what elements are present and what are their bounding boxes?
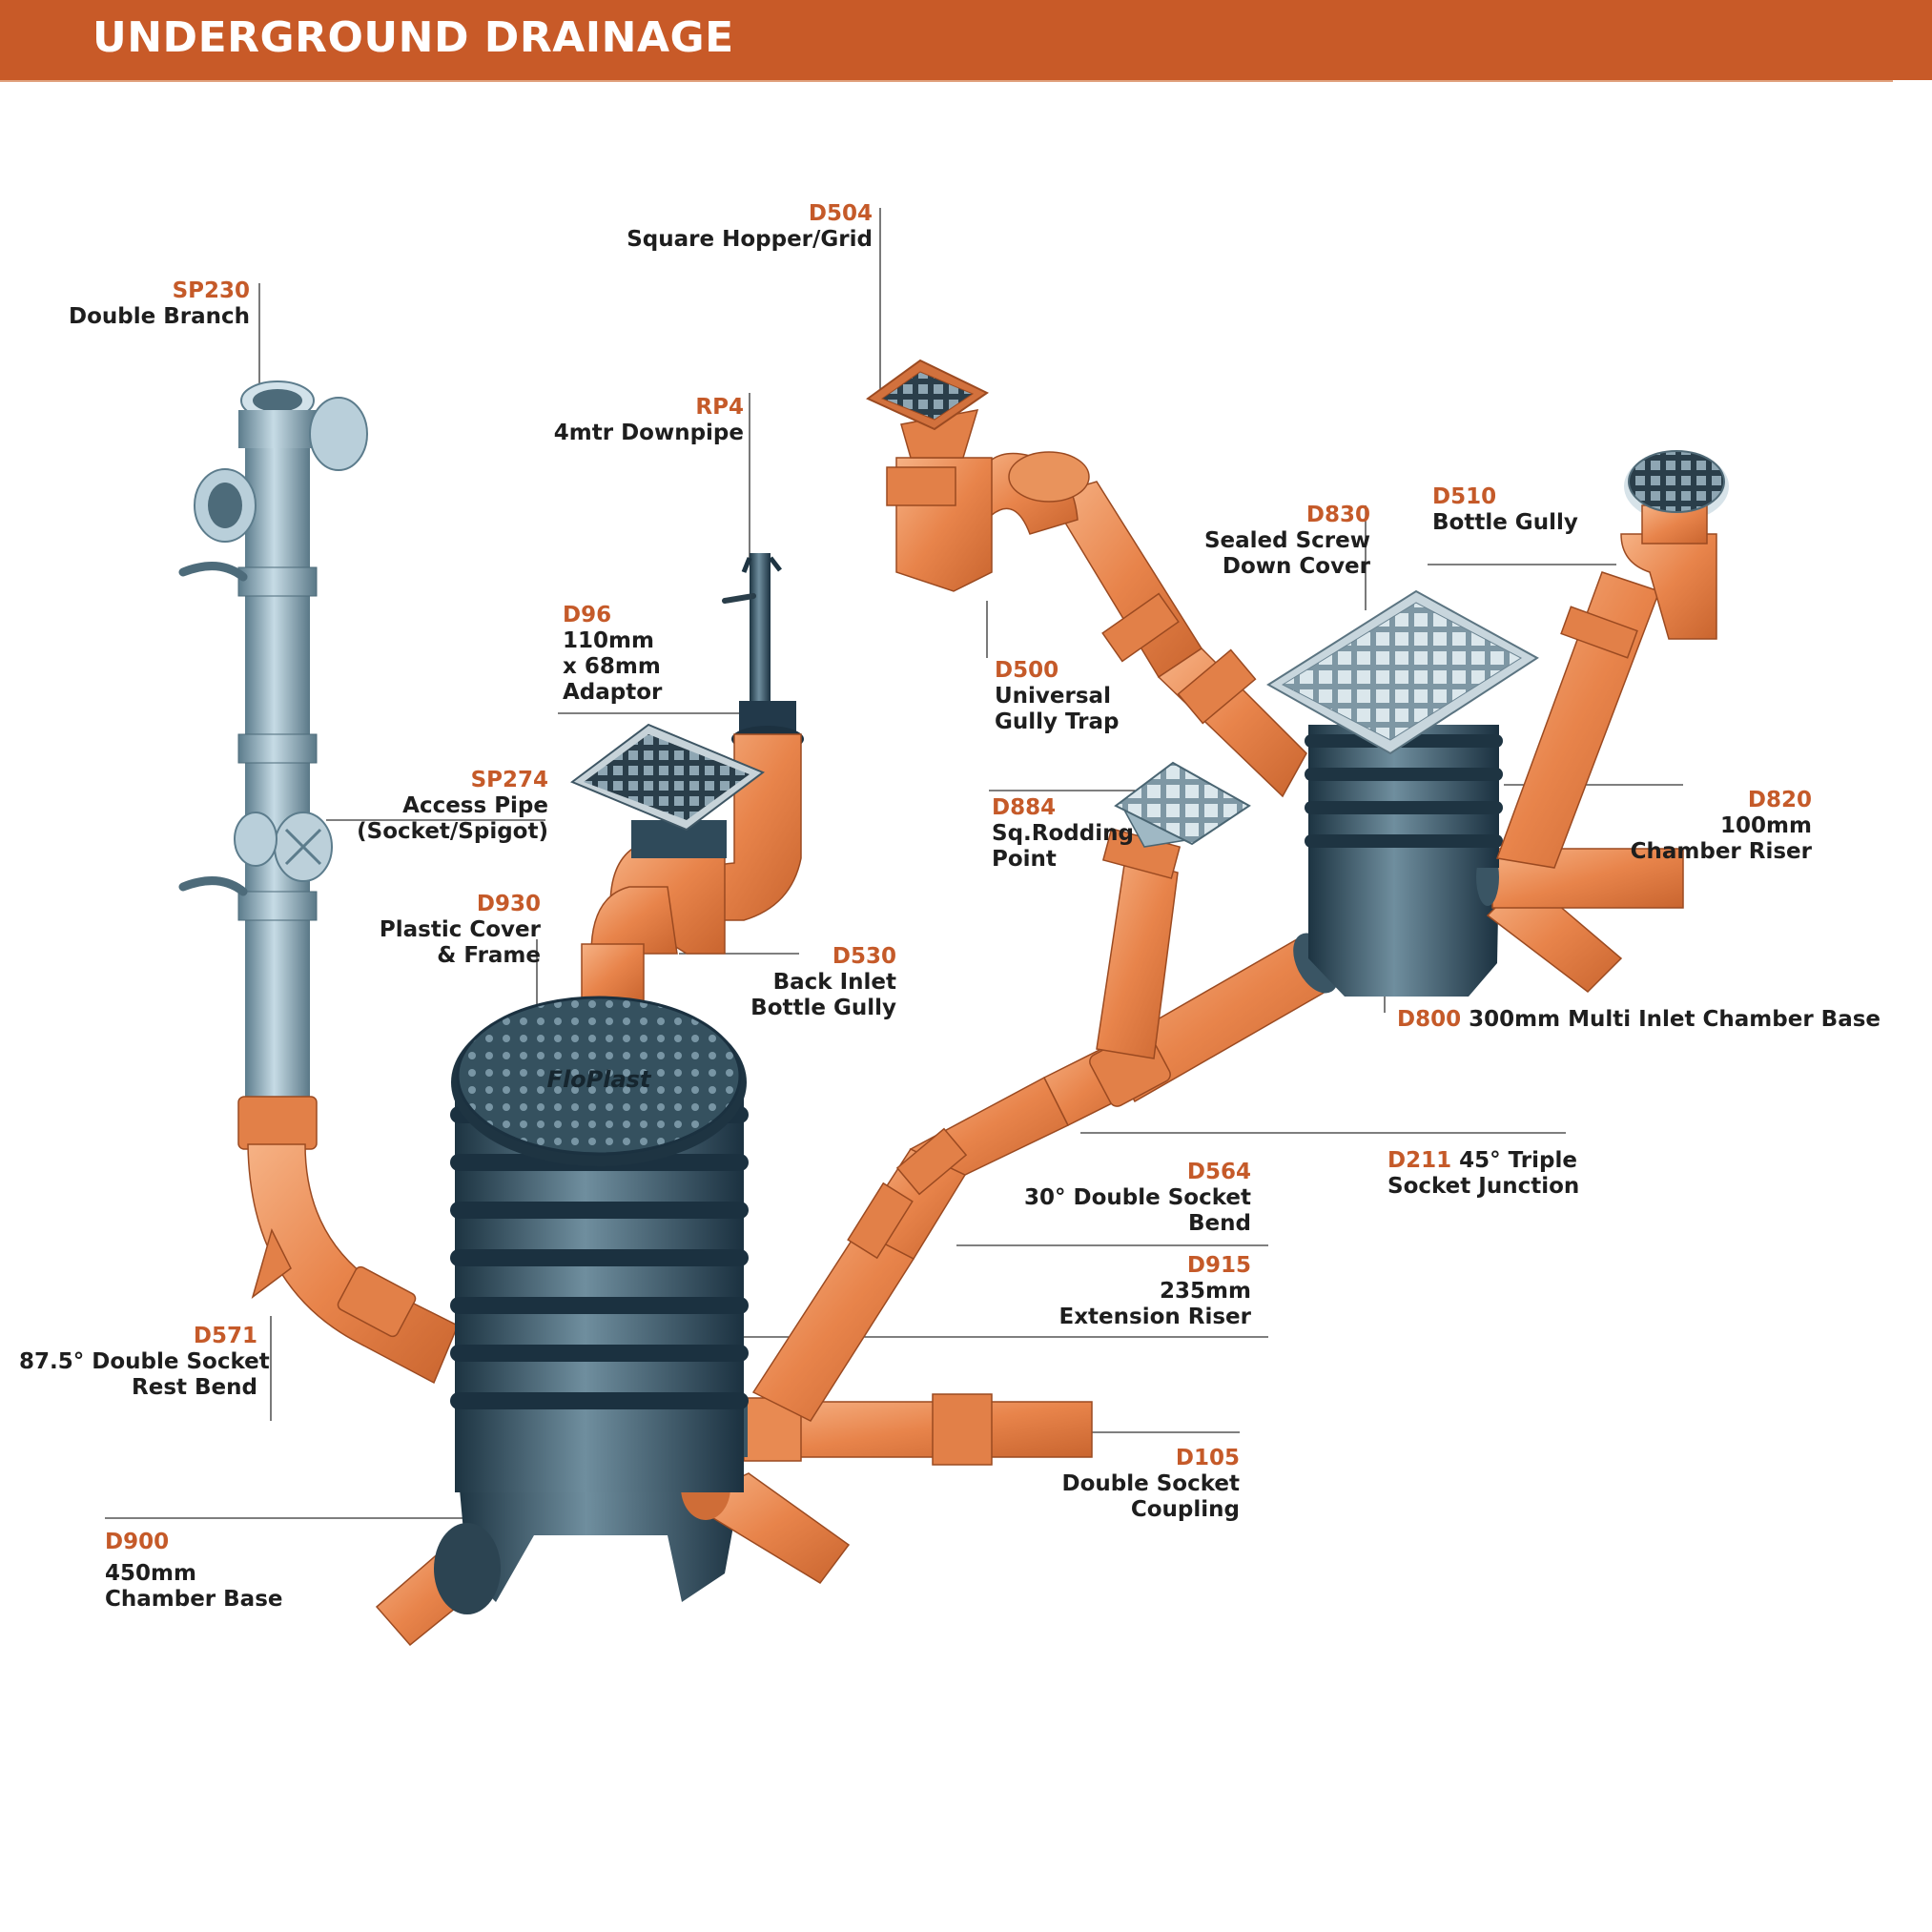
label-d884: D884 Sq.Rodding Point [992,795,1134,873]
label-line: Universal [995,684,1111,709]
label-line: Back Inlet [772,970,896,995]
label-d504: D504 Square Hopper/Grid [591,201,873,253]
label-name: Double Branch [69,304,250,329]
label-d930: D930 Plastic Cover & Frame [362,892,541,969]
sp274-access-pipe [234,812,333,882]
label-d500: D500 Universal Gully Trap [995,658,1120,735]
d830-sealed-screw-down-cover [1266,589,1539,755]
label-code: D571 [193,1324,257,1348]
label-d530: D530 Back Inlet Bottle Gully [744,944,896,1021]
d884-rodding-point [1114,761,1251,848]
label-line: Bottle Gully [750,996,896,1020]
label-line: Extension Riser [1058,1305,1252,1329]
d571-rest-bend [237,1096,459,1385]
label-line: Chamber Base [105,1587,283,1612]
label-line: Sq.Rodding [992,821,1134,846]
label-line: 87.5° Double Socket [19,1349,270,1374]
label-d915: D915 235mm Extension Riser [1011,1253,1252,1330]
label-line: Sealed Screw [1203,528,1370,553]
label-code: D530 [832,944,896,969]
label-line: Plastic Cover [379,917,541,942]
label-code: D211 [1387,1148,1452,1173]
label-line: (Socket/Spigot) [357,819,548,844]
label-line: 110mm [563,628,654,653]
cover-logo: FloPlast [547,1066,652,1093]
label-name: Bottle Gully [1432,510,1578,535]
label-d211: D211 45° Triple Socket Junction [1387,1148,1579,1200]
label-line: Rest Bend [132,1375,257,1400]
label-code: D915 [1186,1253,1251,1278]
label-line: 235mm [1160,1279,1251,1304]
d211-triple-socket-junction [1089,828,1339,1107]
label-d105: D105 Double Socket Coupling [1030,1446,1241,1523]
label-d564: D564 30° Double Socket Bend [963,1160,1251,1237]
label-name: 300mm Multi Inlet Chamber Base [1469,1007,1881,1032]
page-title: UNDERGROUND DRAINAGE [92,13,734,62]
label-line: 30° Double Socket [1023,1185,1251,1210]
d510-bottle-gully [1495,450,1729,869]
label-line: Down Cover [1222,554,1370,579]
rp4-downpipe [722,553,782,706]
label-code: D900 [105,1530,170,1554]
label-line: 45° Triple [1459,1148,1577,1173]
label-code: D830 [1305,503,1370,527]
d530-back-inlet-bottle-gully [570,723,802,1002]
label-code: RP4 [695,395,744,420]
label-d96: D96 110mm x 68mm Adaptor [563,603,662,706]
label-sp230: SP230 Double Branch [59,278,250,330]
label-d900: D900 450mm Chamber Base [105,1530,283,1613]
d900-chamber-base [375,1455,851,1647]
header-divider [0,80,1893,82]
label-line: x 68mm [563,654,661,679]
label-line: Double Socket [1061,1471,1241,1496]
label-line: Gully Trap [995,709,1120,734]
label-d571: D571 87.5° Double Socket Rest Bend [19,1324,270,1401]
header-bar: UNDERGROUND DRAINAGE [0,0,1932,80]
label-code: D820 [1747,788,1812,812]
label-line: Access Pipe [402,793,548,818]
label-rp4: RP4 4mtr Downpipe [534,395,744,446]
label-code: D930 [476,892,541,916]
label-code: D800 [1397,1007,1462,1032]
d504-square-hopper-grid [866,359,989,459]
label-code: D884 [992,795,1057,820]
label-code: D96 [563,603,612,627]
label-code: D105 [1175,1446,1240,1470]
label-name: Square Hopper/Grid [627,227,873,252]
label-line: Point [992,847,1057,872]
label-d830: D830 Sealed Screw Down Cover [1202,503,1370,580]
d800-multi-inlet-chamber [1308,848,1684,997]
label-code: SP274 [470,768,548,792]
label-d800: D800 300mm Multi Inlet Chamber Base [1397,1007,1881,1033]
label-code: D504 [808,201,873,226]
d820-chamber-riser [1305,725,1503,868]
d930-plastic-cover-frame: FloPlast [451,996,747,1166]
label-line: Bend [1188,1211,1251,1236]
label-d510: D510 Bottle Gully [1432,484,1578,536]
label-code: D500 [995,658,1059,683]
label-line: Chamber Riser [1630,839,1812,864]
label-line: Socket Junction [1387,1174,1580,1199]
label-line: 100mm [1720,813,1812,838]
label-line: Coupling [1130,1497,1240,1522]
label-name: 4mtr Downpipe [553,421,744,445]
label-line: 450mm [105,1561,196,1586]
d500-universal-gully-trap [886,451,1307,798]
label-line: & Frame [437,943,541,968]
label-code: D564 [1186,1160,1251,1184]
label-d820: D820 100mm Chamber Riser [1621,788,1812,865]
label-sp274: SP274 Access Pipe (Socket/Spigot) [353,768,548,845]
label-code: SP230 [172,278,250,303]
label-code: D510 [1432,484,1497,509]
label-line: Adaptor [563,680,663,705]
sp230-double-branch-stack [178,380,368,1125]
